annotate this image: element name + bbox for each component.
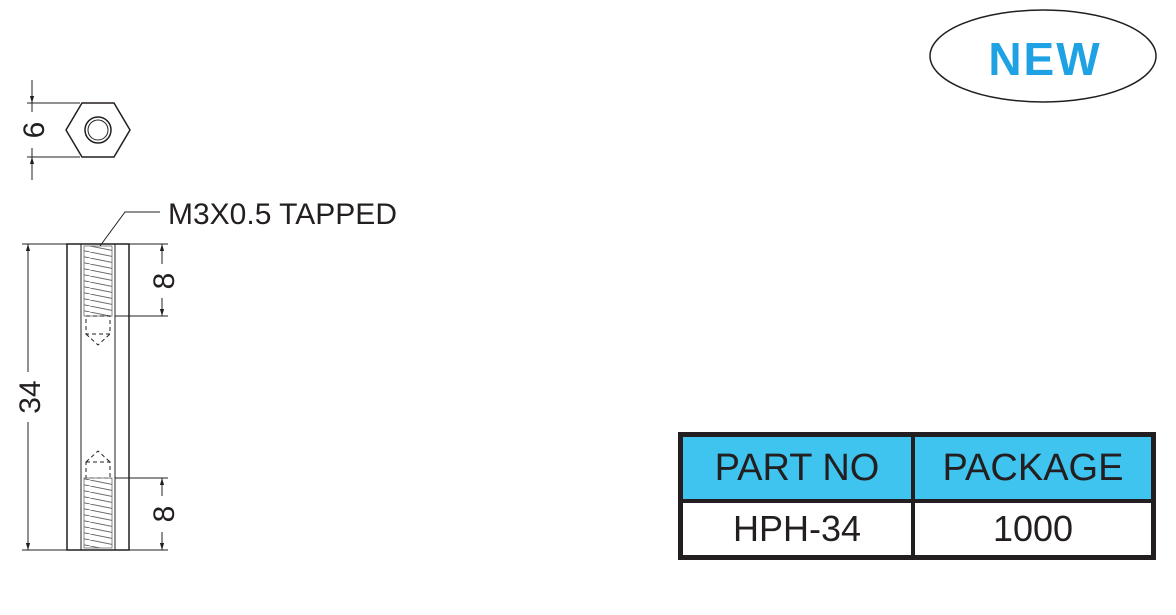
part-table: PART NO PACKAGE HPH-34 1000 [678,432,1156,560]
part-no-header: PART NO [678,432,915,503]
top-thread-depth-dimension: 8 [148,273,181,290]
top-thread-depth-dim: 8 [115,243,181,317]
table-row: HPH-34 1000 [678,499,1156,560]
thread-callout-label: M3X0.5 TAPPED [168,198,397,231]
total-length-dim: 34 [14,243,67,551]
package-header: PACKAGE [911,432,1156,503]
new-badge: NEW [929,9,1157,103]
standoff-side-view [66,243,130,551]
total-length-dimension: 34 [14,380,47,413]
hex-size-dimension: 6 [18,122,51,139]
new-badge-label: NEW [988,33,1101,85]
bottom-thread-depth-dimension: 8 [148,506,181,523]
hex-end-view: 6 [18,80,131,180]
bottom-thread-depth-dim: 8 [115,477,181,551]
package-cell: 1000 [911,499,1156,560]
thread-callout: M3X0.5 TAPPED [99,198,397,247]
table-header-row: PART NO PACKAGE [678,432,1156,503]
part-no-cell: HPH-34 [678,499,915,560]
